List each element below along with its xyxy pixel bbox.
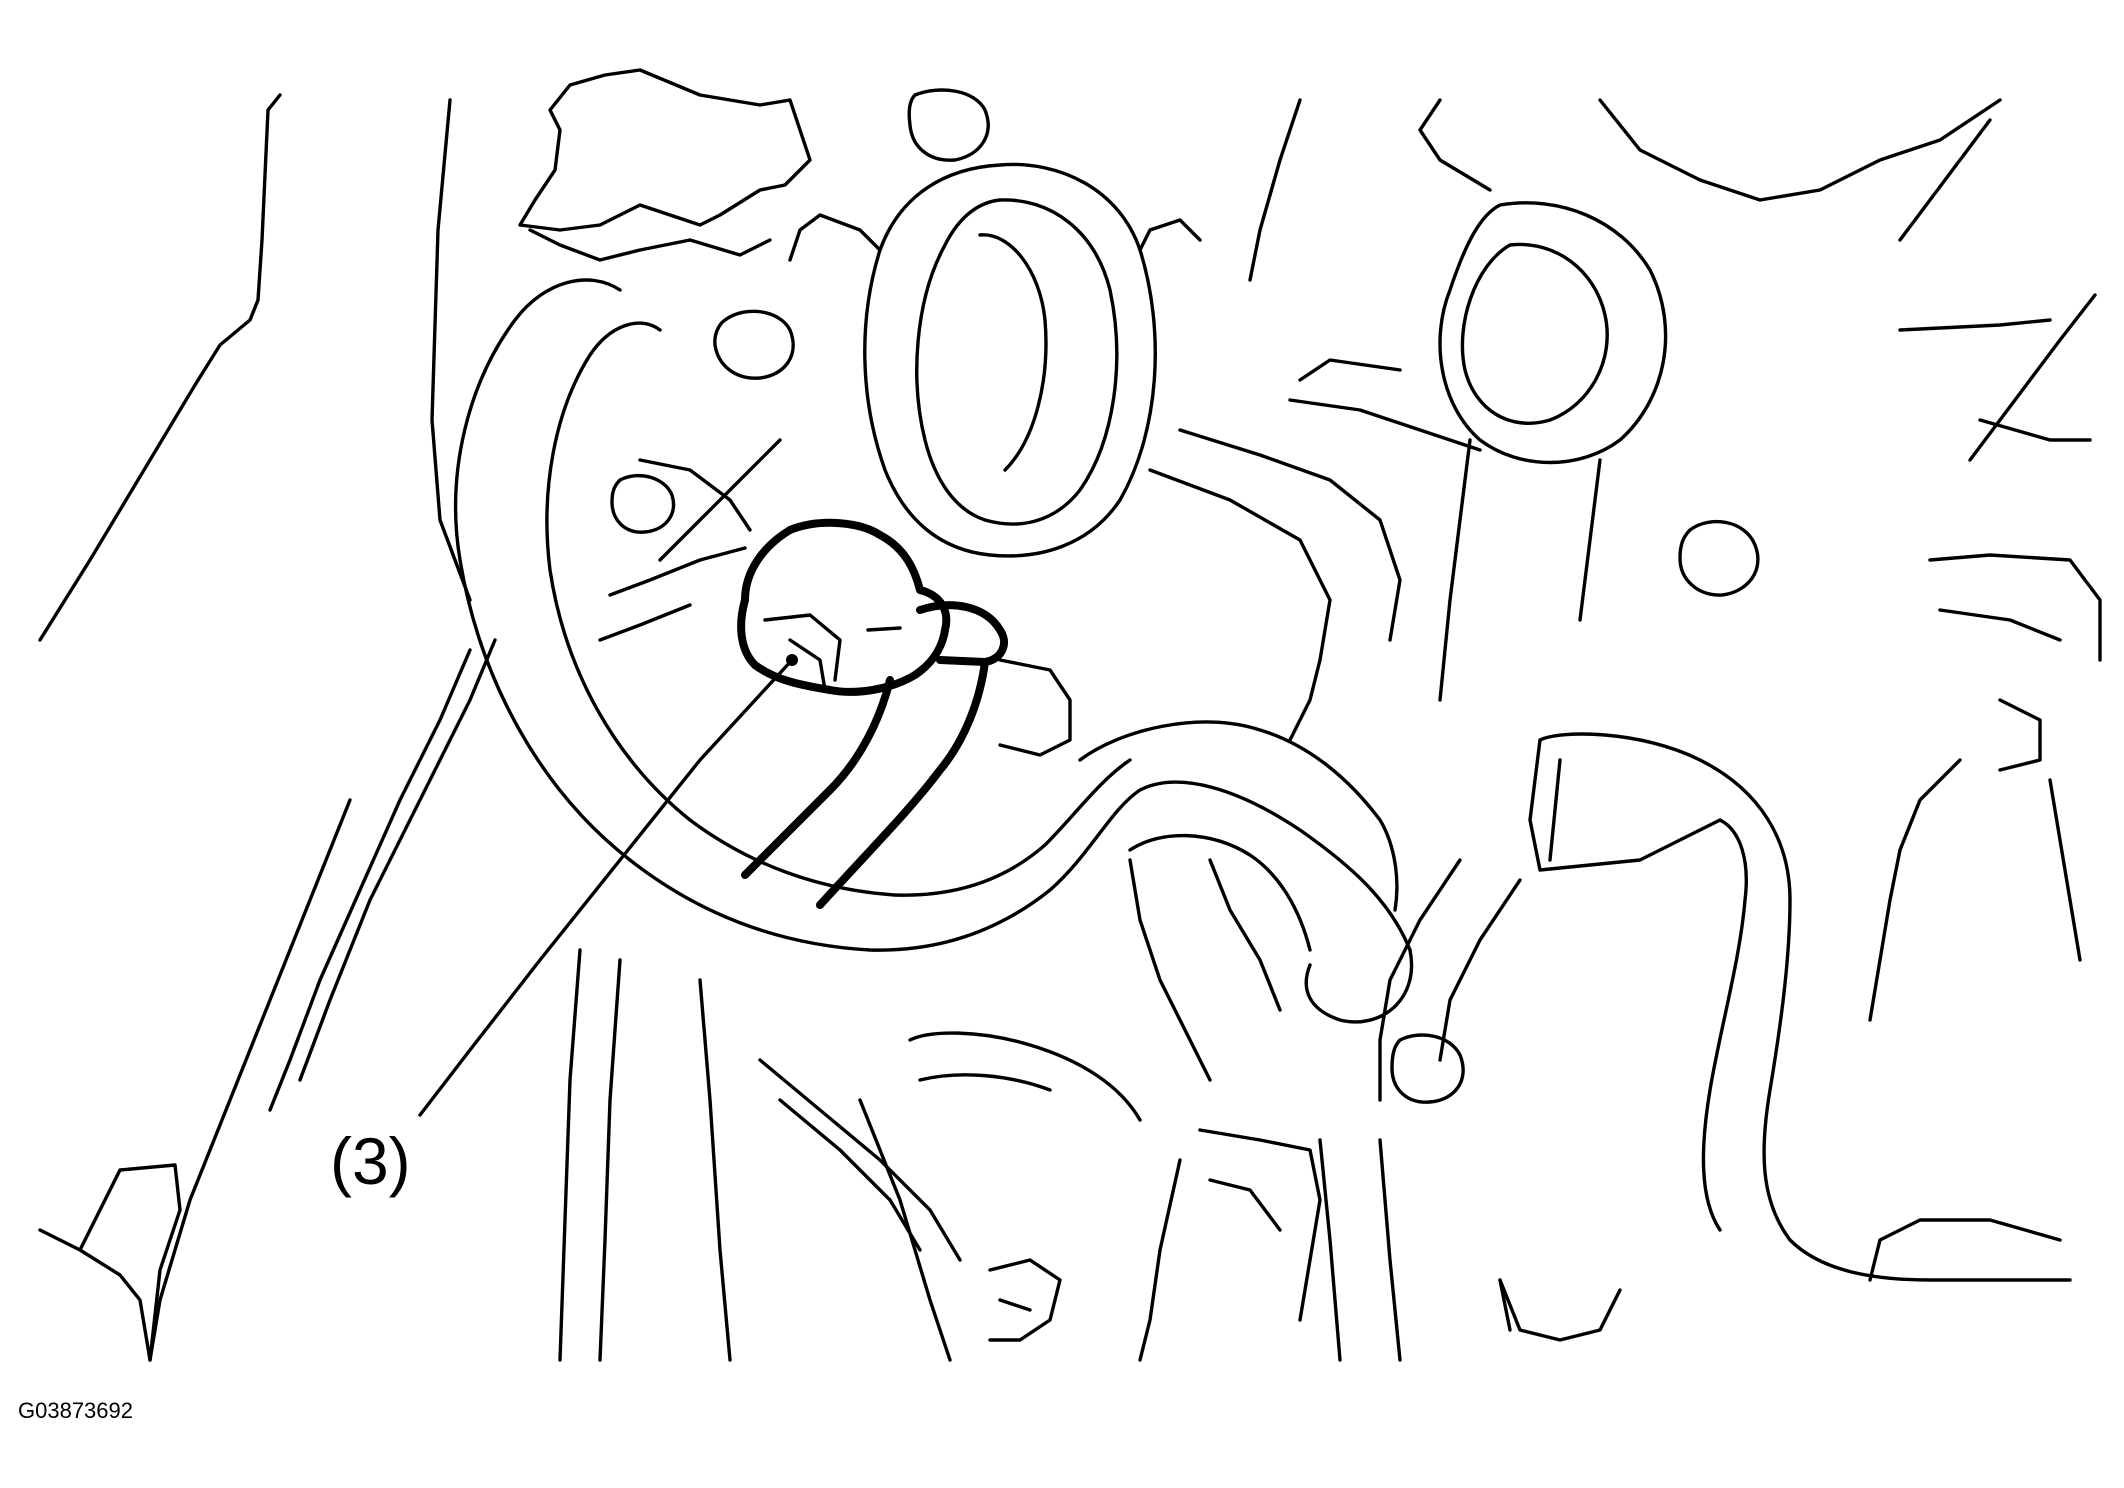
center-lower-hose xyxy=(1128,858,1282,1082)
bolt-head-mid xyxy=(713,309,795,380)
center-bracket-line xyxy=(1288,358,1482,452)
lower-center-bracket xyxy=(1198,1128,1322,1322)
throttle-ring-inner xyxy=(915,198,1119,526)
throttle-ring-outer xyxy=(863,162,1157,558)
connector-face xyxy=(763,613,842,692)
right-upper-tube-stem xyxy=(1438,438,1602,702)
right-panel-seam xyxy=(1898,318,2092,442)
lower-left-bracket xyxy=(38,1163,182,1362)
lower-left-tube xyxy=(758,1058,962,1262)
right-bracket-block xyxy=(1928,553,2102,772)
throttle-neck xyxy=(788,213,1202,262)
left-strut-inner xyxy=(430,98,472,602)
left-vertical-rail xyxy=(268,648,472,1112)
bottom-right-rails xyxy=(1318,1138,1512,1362)
connector-wire-a xyxy=(741,676,894,879)
callout-label-3: (3) xyxy=(330,1124,411,1198)
throttle-ring-face xyxy=(978,233,1048,472)
lower-mid-tube xyxy=(908,1031,1142,1122)
bolt-head-left xyxy=(610,473,676,534)
bottom-center-housing xyxy=(858,1098,1182,1362)
upper-housing-outline xyxy=(518,68,812,232)
right-elbow-hose-outer xyxy=(1538,732,2072,1282)
lower-bolt xyxy=(1390,1033,1465,1104)
center-pipe-a xyxy=(1148,468,1332,742)
sensor-mount xyxy=(638,438,782,562)
connector-pin xyxy=(866,626,902,632)
center-pipe-b xyxy=(1178,428,1402,642)
bottom-rails xyxy=(558,948,732,1362)
right-elbow-hose-inner xyxy=(1701,818,1748,1232)
main-hose-outer xyxy=(453,278,1412,952)
right-upper-tube-outer xyxy=(1438,201,1668,465)
main-hose-inner xyxy=(545,321,1132,897)
main-hose-end xyxy=(1304,948,1414,1024)
connector-tab xyxy=(916,601,1008,666)
right-lower-edge xyxy=(1868,758,2082,1022)
sensor-housing xyxy=(598,546,1072,757)
right-bottom-bracket xyxy=(1498,1218,2062,1342)
lower-pipe-end xyxy=(988,1258,1062,1342)
connector-body xyxy=(737,518,951,696)
left-vertical-rail-2 xyxy=(298,638,497,1082)
callout-leader-line xyxy=(418,658,794,1117)
left-bracket-arm xyxy=(148,798,352,1362)
bolt-head-top xyxy=(907,88,990,162)
bolt-head-right xyxy=(1678,519,1760,597)
secondary-hose-top xyxy=(1078,720,1399,912)
connector-wire-b xyxy=(816,658,989,909)
right-lower-pipe xyxy=(1378,858,1522,1102)
right-elbow-collar xyxy=(1528,738,1722,872)
top-right-panel xyxy=(1248,98,2002,282)
upper-right-edge xyxy=(1898,118,2097,462)
right-upper-tube-inner xyxy=(1460,242,1609,425)
left-strut-outline xyxy=(38,93,282,642)
upper-housing-lip xyxy=(528,228,772,262)
secondary-hose-bottom xyxy=(1128,833,1312,952)
figure-id: G03873692 xyxy=(18,1398,133,1423)
